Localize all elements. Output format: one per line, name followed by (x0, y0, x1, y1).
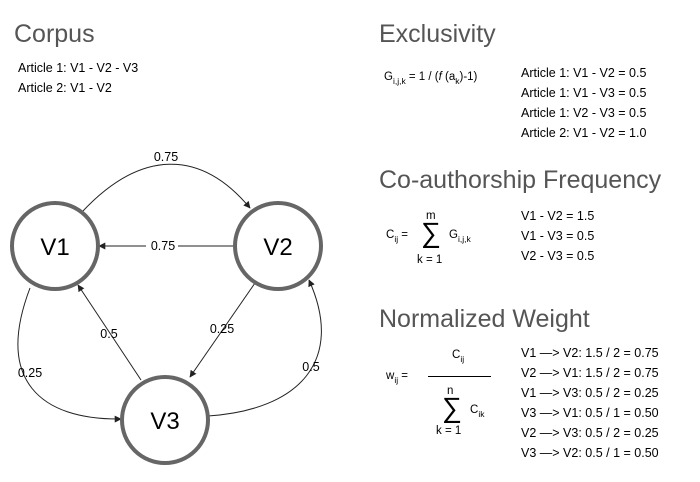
formula-symbol: G (449, 229, 458, 241)
fraction-denominator-term: Cik (470, 404, 485, 419)
node-label-v2: V2 (263, 234, 292, 261)
node-v1 (10, 201, 100, 291)
sum-lower-limit: k = 1 (436, 425, 462, 437)
formula-subscript: ij (394, 375, 399, 385)
sigma-symbol: ∑ (442, 392, 462, 423)
coauthorship-formula-term: Gi,j,k (449, 229, 471, 244)
edge-v1-v2-arc (81, 163, 251, 213)
formula-symbol: G (384, 71, 393, 83)
edge-v3-v1 (77, 284, 142, 381)
formula-symbol: w (386, 370, 395, 382)
formula-subscript: i,j,k (457, 234, 471, 244)
coauthorship-line: V1 - V2 = 1.5 (521, 209, 595, 223)
formula-text: = (398, 229, 409, 241)
normalized-formula-lhs: wij = (386, 370, 409, 385)
exclusivity-line: Article 1: V1 - V2 = 0.5 (521, 66, 647, 80)
node-v2 (233, 201, 323, 291)
sum-lower-limit: k = 1 (417, 254, 443, 266)
formula-symbol: C (386, 229, 395, 241)
normalized-line: V3 —> V1: 0.5 / 1 = 0.50 (521, 406, 659, 420)
exclusivity-formula: Gi,j,k = 1 / (f (ak)-1) (384, 71, 478, 86)
normalized-line: V1 —> V3: 0.5 / 2 = 0.25 (521, 386, 659, 400)
formula-subscript: ij (460, 354, 465, 364)
corpus-line: Article 2: V1 - V2 (18, 81, 112, 95)
coauthorship-line: V2 - V3 = 0.5 (521, 249, 595, 263)
sigma-symbol: ∑ (421, 217, 441, 248)
exclusivity-title: Exclusivity (379, 20, 496, 48)
node-v3 (120, 375, 210, 465)
edge-label-v3-v2: 0.5 (302, 360, 319, 374)
normalized-line: V1 —> V2: 1.5 / 2 = 0.75 (521, 346, 659, 360)
formula-text: = 1 / ( (405, 71, 439, 83)
fraction-numerator: Cij (452, 349, 465, 364)
formula-symbol: C (470, 404, 479, 416)
edge-label-v1-v2: 0.75 (154, 150, 178, 164)
coauthorship-formula-lhs: Cij = (386, 229, 409, 244)
normalized-line: V3 —> V2: 0.5 / 1 = 0.50 (521, 446, 659, 460)
edge-label-v2-v1: 0.75 (151, 239, 175, 253)
normalized-title: Normalized Weight (379, 305, 590, 333)
formula-function: f (438, 71, 442, 83)
sum-upper-limit: n (447, 385, 454, 397)
formula-text: = (398, 370, 409, 382)
coauthorship-line: V1 - V3 = 0.5 (521, 229, 595, 243)
formula-subscript: i,j,k (392, 76, 406, 86)
edge-v2-v3 (189, 282, 256, 378)
exclusivity-line: Article 1: V2 - V3 = 0.5 (521, 106, 647, 120)
normalized-line: V2 —> V3: 0.5 / 2 = 0.25 (521, 426, 659, 440)
normalized-line: V2 —> V1: 1.5 / 2 = 0.75 (521, 366, 659, 380)
edge-label-v2-v3: 0.25 (210, 322, 234, 336)
fraction-bar (428, 376, 491, 377)
node-label-v3: V3 (150, 408, 179, 435)
sum-upper-limit: m (426, 210, 436, 222)
formula-subscript: ij (394, 234, 399, 244)
edge-v1-v3-arc (17, 287, 122, 423)
node-label-v1: V1 (40, 234, 69, 261)
exclusivity-line: Article 1: V1 - V3 = 0.5 (521, 86, 647, 100)
formula-subscript: k (455, 76, 460, 86)
coauthorship-title: Co-authorship Frequency (379, 166, 662, 194)
exclusivity-line: Article 2: V1 - V2 = 1.0 (521, 126, 647, 140)
edge-label-v1-v3: 0.25 (18, 366, 42, 380)
formula-symbol: C (452, 349, 461, 361)
formula-text: )-1) (459, 71, 478, 83)
corpus-line: Article 1: V1 - V2 - V3 (18, 61, 139, 75)
corpus-title: Corpus (14, 20, 95, 48)
formula-text: (a (441, 71, 456, 83)
edge-label-v3-v1: 0.5 (100, 327, 117, 341)
edge-v3-v2-arc (207, 279, 322, 417)
formula-subscript: ik (478, 409, 485, 419)
